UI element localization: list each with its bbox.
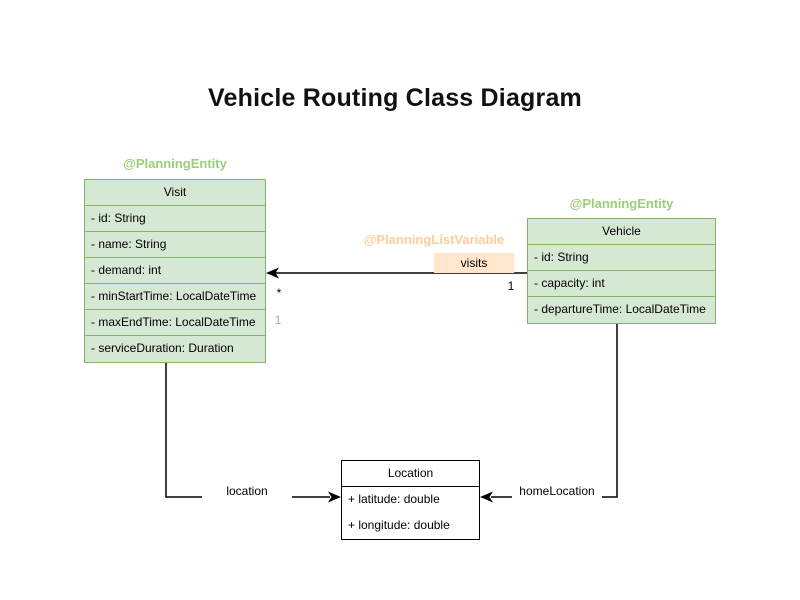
visit-attribute-name: - name: String [85,232,265,258]
visits-secondary-multiplicity: 1 [274,313,282,327]
visits-edge-label: visits [434,253,514,273]
visits-arrowhead-icon [266,267,279,279]
location-class-box: Location + latitude: double + longitude:… [341,460,480,540]
visit-class-box: Visit - id: String - name: String - dema… [84,179,266,363]
home-location-edge-line [491,322,618,498]
location-edge-label: location [202,484,292,498]
location-class-name: Location [342,461,479,487]
visit-attribute-max-end-time: - maxEndTime: LocalDateTime [85,310,265,336]
location-arrowhead-icon [328,491,341,503]
location-edge-line [165,362,330,498]
vehicle-attribute-departure-time: - departureTime: LocalDateTime [534,302,706,316]
visit-attribute-service-duration: - serviceDuration: Duration [91,341,234,355]
home-location-edge-label: homeLocation [512,484,602,498]
visit-class-name: Visit [85,180,265,206]
vehicle-class-name: Vehicle [528,219,715,245]
vehicle-attribute-capacity: - capacity: int [528,271,715,297]
visit-attribute-demand: - demand: int [85,258,265,284]
vehicle-planning-entity-annotation: @PlanningEntity [569,196,674,211]
home-location-arrowhead-icon [480,491,493,503]
visits-source-multiplicity: 1 [507,279,515,293]
vehicle-class-box: Vehicle - id: String - capacity: int - d… [527,218,716,324]
visit-planning-entity-annotation: @PlanningEntity [123,156,227,171]
planning-list-variable-annotation: @PlanningListVariable [363,232,505,247]
visit-attribute-id: - id: String [85,206,265,232]
visit-attribute-min-start-time: - minStartTime: LocalDateTime [85,284,265,310]
location-attribute-longitude: + longitude: double [348,518,450,532]
vehicle-attribute-id: - id: String [528,245,715,271]
diagram-title: Vehicle Routing Class Diagram [208,84,582,112]
visits-target-multiplicity: * [276,286,282,300]
location-attribute-latitude: + latitude: double [348,492,440,506]
